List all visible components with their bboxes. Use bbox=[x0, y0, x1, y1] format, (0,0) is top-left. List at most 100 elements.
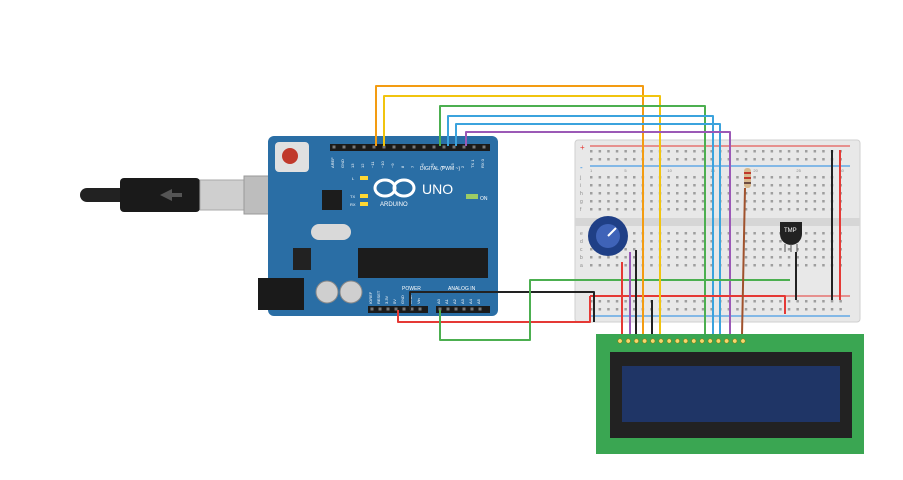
lcd-pin bbox=[699, 338, 705, 344]
wire-orange bbox=[375, 85, 644, 198]
pin-label: 5V bbox=[392, 299, 397, 304]
lcd-pin bbox=[707, 338, 713, 344]
row-letter: i bbox=[580, 183, 581, 189]
pin-label: IOREF bbox=[368, 291, 373, 304]
wire-green-analog bbox=[439, 279, 790, 341]
lcd-display bbox=[596, 334, 864, 454]
pin-label: 4 bbox=[440, 165, 445, 168]
sensor-label: TMP bbox=[784, 228, 797, 234]
arduino-logo bbox=[373, 178, 416, 198]
board-brand: ARDUINO bbox=[380, 202, 408, 208]
capacitor bbox=[315, 280, 339, 304]
column-number: 30 bbox=[839, 168, 844, 173]
pin-label: GND bbox=[340, 159, 345, 168]
led-label-rx: RX bbox=[350, 202, 356, 207]
pin-label: 8 bbox=[400, 165, 405, 168]
lcd-pin bbox=[650, 338, 656, 344]
pin-label: RX 0 bbox=[480, 158, 485, 168]
wires bbox=[375, 85, 841, 341]
arduino-board: UNO ARDUINO DIGITAL (PWM ~) ON L TX RX P… bbox=[258, 136, 498, 316]
board-model: UNO bbox=[422, 181, 453, 197]
lcd-pin bbox=[625, 338, 631, 344]
lcd-pin bbox=[674, 338, 680, 344]
pin-label: ~3 bbox=[450, 163, 455, 168]
column-number: 10 bbox=[667, 168, 672, 173]
row-letter: j bbox=[579, 175, 581, 181]
usb-chip bbox=[322, 190, 342, 210]
wire-blue bbox=[447, 115, 714, 335]
lcd-pin bbox=[617, 338, 623, 344]
lcd-pin bbox=[724, 338, 730, 344]
lcd-pin bbox=[691, 338, 697, 344]
pin-label: ~11 bbox=[370, 161, 375, 168]
on-label: ON bbox=[480, 196, 488, 202]
pin-label: TX 1 bbox=[470, 159, 475, 168]
lcd-screen bbox=[622, 366, 840, 422]
pin-label: A2 bbox=[452, 298, 457, 304]
pin-label: A3 bbox=[460, 298, 465, 304]
lcd-pin bbox=[642, 338, 648, 344]
wire-blue-2 bbox=[455, 123, 721, 335]
row-letter: a bbox=[580, 263, 583, 269]
row-letter: c bbox=[580, 247, 583, 253]
lcd-pin bbox=[732, 338, 738, 344]
regulator bbox=[293, 248, 311, 270]
wire-green bbox=[439, 105, 706, 335]
microcontroller-chip bbox=[358, 248, 488, 278]
lcd-pin bbox=[740, 338, 746, 344]
column-number: 1 bbox=[590, 168, 593, 173]
lcd-pin bbox=[683, 338, 689, 344]
pin-label: Vin bbox=[416, 298, 421, 304]
resistor bbox=[744, 168, 751, 188]
power-header bbox=[368, 306, 428, 313]
digital-header bbox=[330, 144, 490, 151]
pin-label: 13 bbox=[350, 163, 355, 168]
temperature-sensor: TMP bbox=[780, 222, 802, 252]
wire-black-ground bbox=[409, 291, 595, 322]
digital-label: DIGITAL (PWM ~) bbox=[420, 166, 460, 172]
row-letter: h bbox=[580, 191, 583, 197]
led-label-tx: TX bbox=[350, 194, 355, 199]
lcd-pin bbox=[715, 338, 721, 344]
potentiometer[interactable] bbox=[588, 216, 628, 256]
pin-label: AREF bbox=[330, 157, 335, 168]
wire-purple bbox=[465, 131, 731, 335]
pin-label: A1 bbox=[444, 298, 449, 304]
pin-label: A5 bbox=[476, 298, 481, 304]
wire-yellow bbox=[383, 95, 661, 198]
pin-label: A4 bbox=[468, 298, 473, 304]
crystal bbox=[311, 224, 351, 240]
pin-label: 2 bbox=[460, 165, 465, 168]
pin-label: ~5 bbox=[430, 163, 435, 168]
led-label-l: L bbox=[352, 176, 355, 181]
power-label: POWER bbox=[402, 286, 421, 292]
analog-label: ANALOG IN bbox=[448, 286, 476, 292]
capacitor bbox=[339, 280, 363, 304]
pin-label: ~9 bbox=[390, 163, 395, 168]
pin-label: 7 bbox=[410, 165, 415, 168]
lcd-pin bbox=[633, 338, 639, 344]
pin-label: 3.3V bbox=[384, 295, 389, 304]
status-leds: L TX RX bbox=[350, 176, 368, 207]
row-letter: b bbox=[580, 255, 583, 261]
lcd-pin bbox=[658, 338, 664, 344]
row-letter: f bbox=[580, 207, 582, 213]
column-number: 20 bbox=[753, 168, 758, 173]
column-number: 5 bbox=[624, 168, 627, 173]
power-jack bbox=[258, 278, 304, 310]
reset-button bbox=[282, 148, 298, 164]
row-letter: e bbox=[580, 231, 583, 237]
wire-red-power bbox=[397, 295, 786, 323]
row-letter: g bbox=[580, 199, 583, 205]
pin-label: ~10 bbox=[380, 160, 385, 168]
pin-label: ~6 bbox=[420, 163, 425, 168]
column-number: 25 bbox=[796, 168, 801, 173]
wire-brown-resistor bbox=[741, 187, 746, 336]
lcd-pin bbox=[666, 338, 672, 344]
pin-label: RESET bbox=[376, 290, 381, 304]
pin-label: 12 bbox=[360, 163, 365, 168]
row-letter: d bbox=[580, 239, 583, 245]
rail-minus-label: - bbox=[580, 163, 583, 172]
